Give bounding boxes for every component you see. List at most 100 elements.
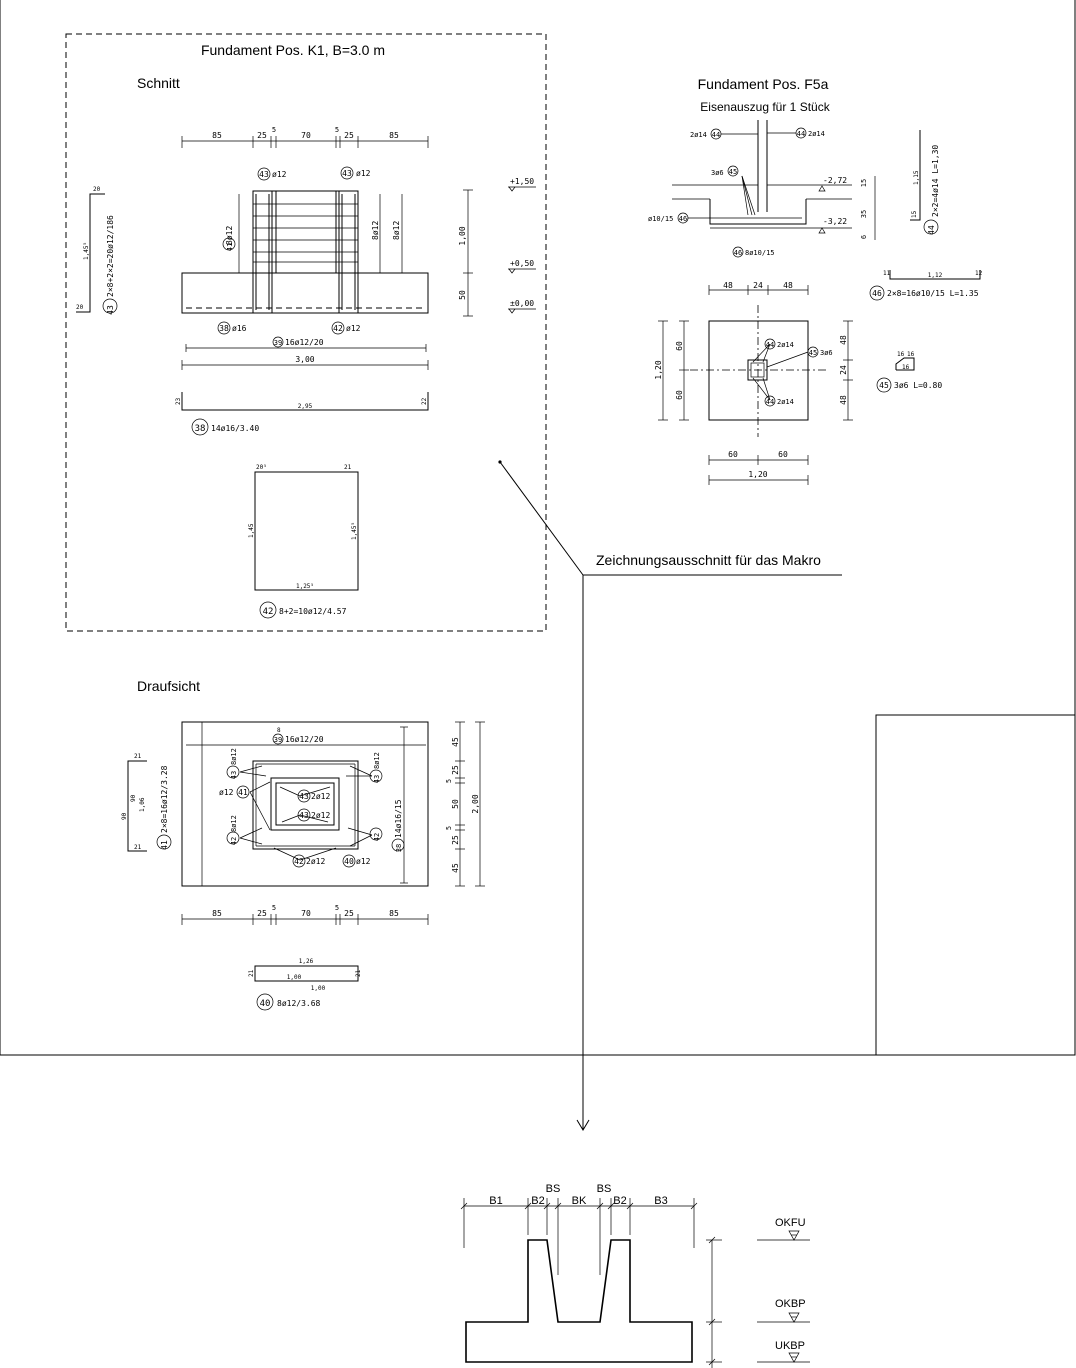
svg-text:41: 41	[226, 243, 234, 251]
dim-top-3: 5	[272, 126, 276, 134]
stirrups	[253, 203, 358, 263]
dim-ticks-top	[181, 136, 429, 148]
dim-vert-100: 1,00	[458, 226, 467, 245]
svg-text:2×8+2×2=20ø12/186: 2×8+2×2=20ø12/186	[106, 215, 115, 297]
svg-text:+1,50: +1,50	[510, 177, 534, 186]
plan-dim-200: 2,00	[471, 794, 480, 813]
svg-text:2ø12: 2ø12	[311, 811, 330, 820]
svg-text:ø12: ø12	[272, 170, 287, 179]
svg-text:50: 50	[451, 799, 460, 809]
svg-text:5: 5	[445, 826, 453, 830]
svg-text:16: 16	[897, 351, 905, 358]
mark-41-left-bar: 41	[160, 840, 169, 850]
sheet-frame	[0, 0, 1076, 1056]
svg-text:22: 22	[421, 397, 428, 405]
macro-label-b3: B3	[654, 1195, 667, 1207]
dim-top-2: 25	[257, 131, 267, 140]
svg-text:8ø12: 8ø12	[373, 752, 381, 769]
bar-41-shape	[127, 760, 147, 852]
svg-text:14ø16/3.40: 14ø16/3.40	[211, 424, 259, 433]
svg-text:21: 21	[134, 844, 142, 851]
svg-text:8: 8	[277, 727, 281, 734]
svg-text:ø12: ø12	[356, 857, 371, 866]
svg-text:1,20: 1,20	[748, 470, 767, 479]
plan-mark-40: 40	[344, 857, 354, 866]
svg-text:2ø12: 2ø12	[306, 857, 325, 866]
svg-text:8ø10/15: 8ø10/15	[745, 249, 775, 257]
pocket-plan	[252, 760, 359, 850]
plan-mark-41: 41	[238, 788, 248, 797]
svg-text:2,95: 2,95	[298, 403, 313, 410]
title-k1: Fundament Pos. K1, B=3.0 m	[201, 42, 385, 58]
svg-text:8ø12: 8ø12	[230, 748, 238, 765]
macro-levels: OKFU OKBP UKBP	[757, 1217, 810, 1363]
footing-plate	[181, 272, 429, 314]
svg-text:60: 60	[675, 390, 684, 400]
dim-top-5: 5	[335, 126, 339, 134]
title-draufsicht: Draufsicht	[137, 678, 200, 694]
title-block	[875, 714, 1076, 1056]
svg-text:ø12: ø12	[346, 324, 361, 333]
bar-42-shape: 20⁵ 21 1,45 1,45⁵ 1,25⁵ 42 8+2=10ø12/4.5…	[248, 464, 359, 619]
f5a-section: 2ø14 44 44 2ø14 3ø6 45 ø10/15 46 -2,72 -…	[648, 120, 983, 485]
mark-42-bottom: 42	[333, 324, 343, 333]
bar-40-shape: 1,26 21 21 1,00 1,00 40 8ø12/3.68	[248, 958, 362, 1011]
svg-text:45: 45	[451, 737, 460, 747]
svg-text:3ø6 L=0.80: 3ø6 L=0.80	[894, 381, 942, 390]
svg-text:5: 5	[335, 904, 339, 912]
dim-top-4: 70	[301, 131, 311, 140]
macro-label-bs-left: BS	[546, 1183, 561, 1195]
mark-38-shape: 38	[195, 424, 206, 434]
svg-text:ø12: ø12	[356, 169, 371, 178]
mark-43-top-left: 43	[259, 170, 269, 179]
callout-text: Zeichnungsausschnitt für das Makro	[596, 552, 821, 568]
svg-text:15: 15	[911, 210, 918, 218]
title-f5a: Fundament Pos. F5a	[698, 76, 829, 92]
svg-text:5: 5	[445, 779, 453, 783]
plan-mark-39: 39	[274, 736, 282, 744]
svg-text:8ø12: 8ø12	[230, 815, 238, 832]
svg-text:2ø12: 2ø12	[311, 792, 330, 801]
svg-text:23: 23	[175, 397, 182, 405]
svg-text:25: 25	[451, 835, 460, 845]
svg-text:90: 90	[121, 812, 128, 820]
svg-text:1,25⁵: 1,25⁵	[296, 583, 314, 590]
mark-38-bottom: 38	[219, 324, 229, 333]
plan-mark-42-bottom: 42	[294, 857, 304, 866]
svg-text:+0,50: +0,50	[510, 259, 534, 268]
plan-mark-43-c1: 43	[299, 792, 309, 801]
level-markers: +1,50 +0,50 ±0,00	[508, 177, 536, 314]
svg-text:85: 85	[212, 909, 222, 918]
svg-text:16ø12/20: 16ø12/20	[285, 338, 324, 347]
svg-text:16: 16	[907, 351, 915, 358]
callout: Zeichnungsausschnitt für das Makro	[498, 460, 842, 1131]
dim-300: 3,00	[295, 355, 314, 364]
svg-text:16ø12/20: 16ø12/20	[285, 735, 324, 744]
svg-text:2ø14: 2ø14	[808, 130, 825, 138]
macro-label-b1: B1	[489, 1195, 502, 1207]
svg-text:20⁵: 20⁵	[256, 464, 267, 471]
svg-text:6: 6	[860, 235, 868, 239]
svg-text:25: 25	[451, 765, 460, 775]
macro-label-bs-right: BS	[597, 1183, 612, 1195]
svg-text:24: 24	[839, 365, 848, 375]
svg-text:ø10/15: ø10/15	[648, 215, 673, 223]
mark-43-left-bar: 43	[106, 305, 115, 315]
plan-mark-43-left: 43	[230, 771, 238, 779]
bar-46-shape	[889, 270, 981, 280]
svg-text:1,45: 1,45	[248, 523, 255, 538]
macro-level-okfu: OKFU	[775, 1217, 806, 1229]
f5a-plan-square	[708, 320, 809, 421]
macro-level-okbp: OKBP	[775, 1298, 806, 1310]
f5a-plan-mark-44a: 44	[766, 341, 774, 349]
macro-region-frame	[65, 33, 547, 632]
svg-text:2×8=16ø12/3.28: 2×8=16ø12/3.28	[160, 765, 169, 833]
macro-dim-ticks	[463, 1198, 695, 1275]
macro-label-b2-right: B2	[613, 1195, 626, 1207]
svg-text:-2,72: -2,72	[823, 176, 847, 185]
svg-text:2×2=4ø14 L=1,30: 2×2=4ø14 L=1,30	[931, 145, 940, 217]
svg-text:25: 25	[344, 909, 354, 918]
svg-text:1,06: 1,06	[139, 797, 146, 812]
svg-text:1,26: 1,26	[299, 958, 314, 965]
